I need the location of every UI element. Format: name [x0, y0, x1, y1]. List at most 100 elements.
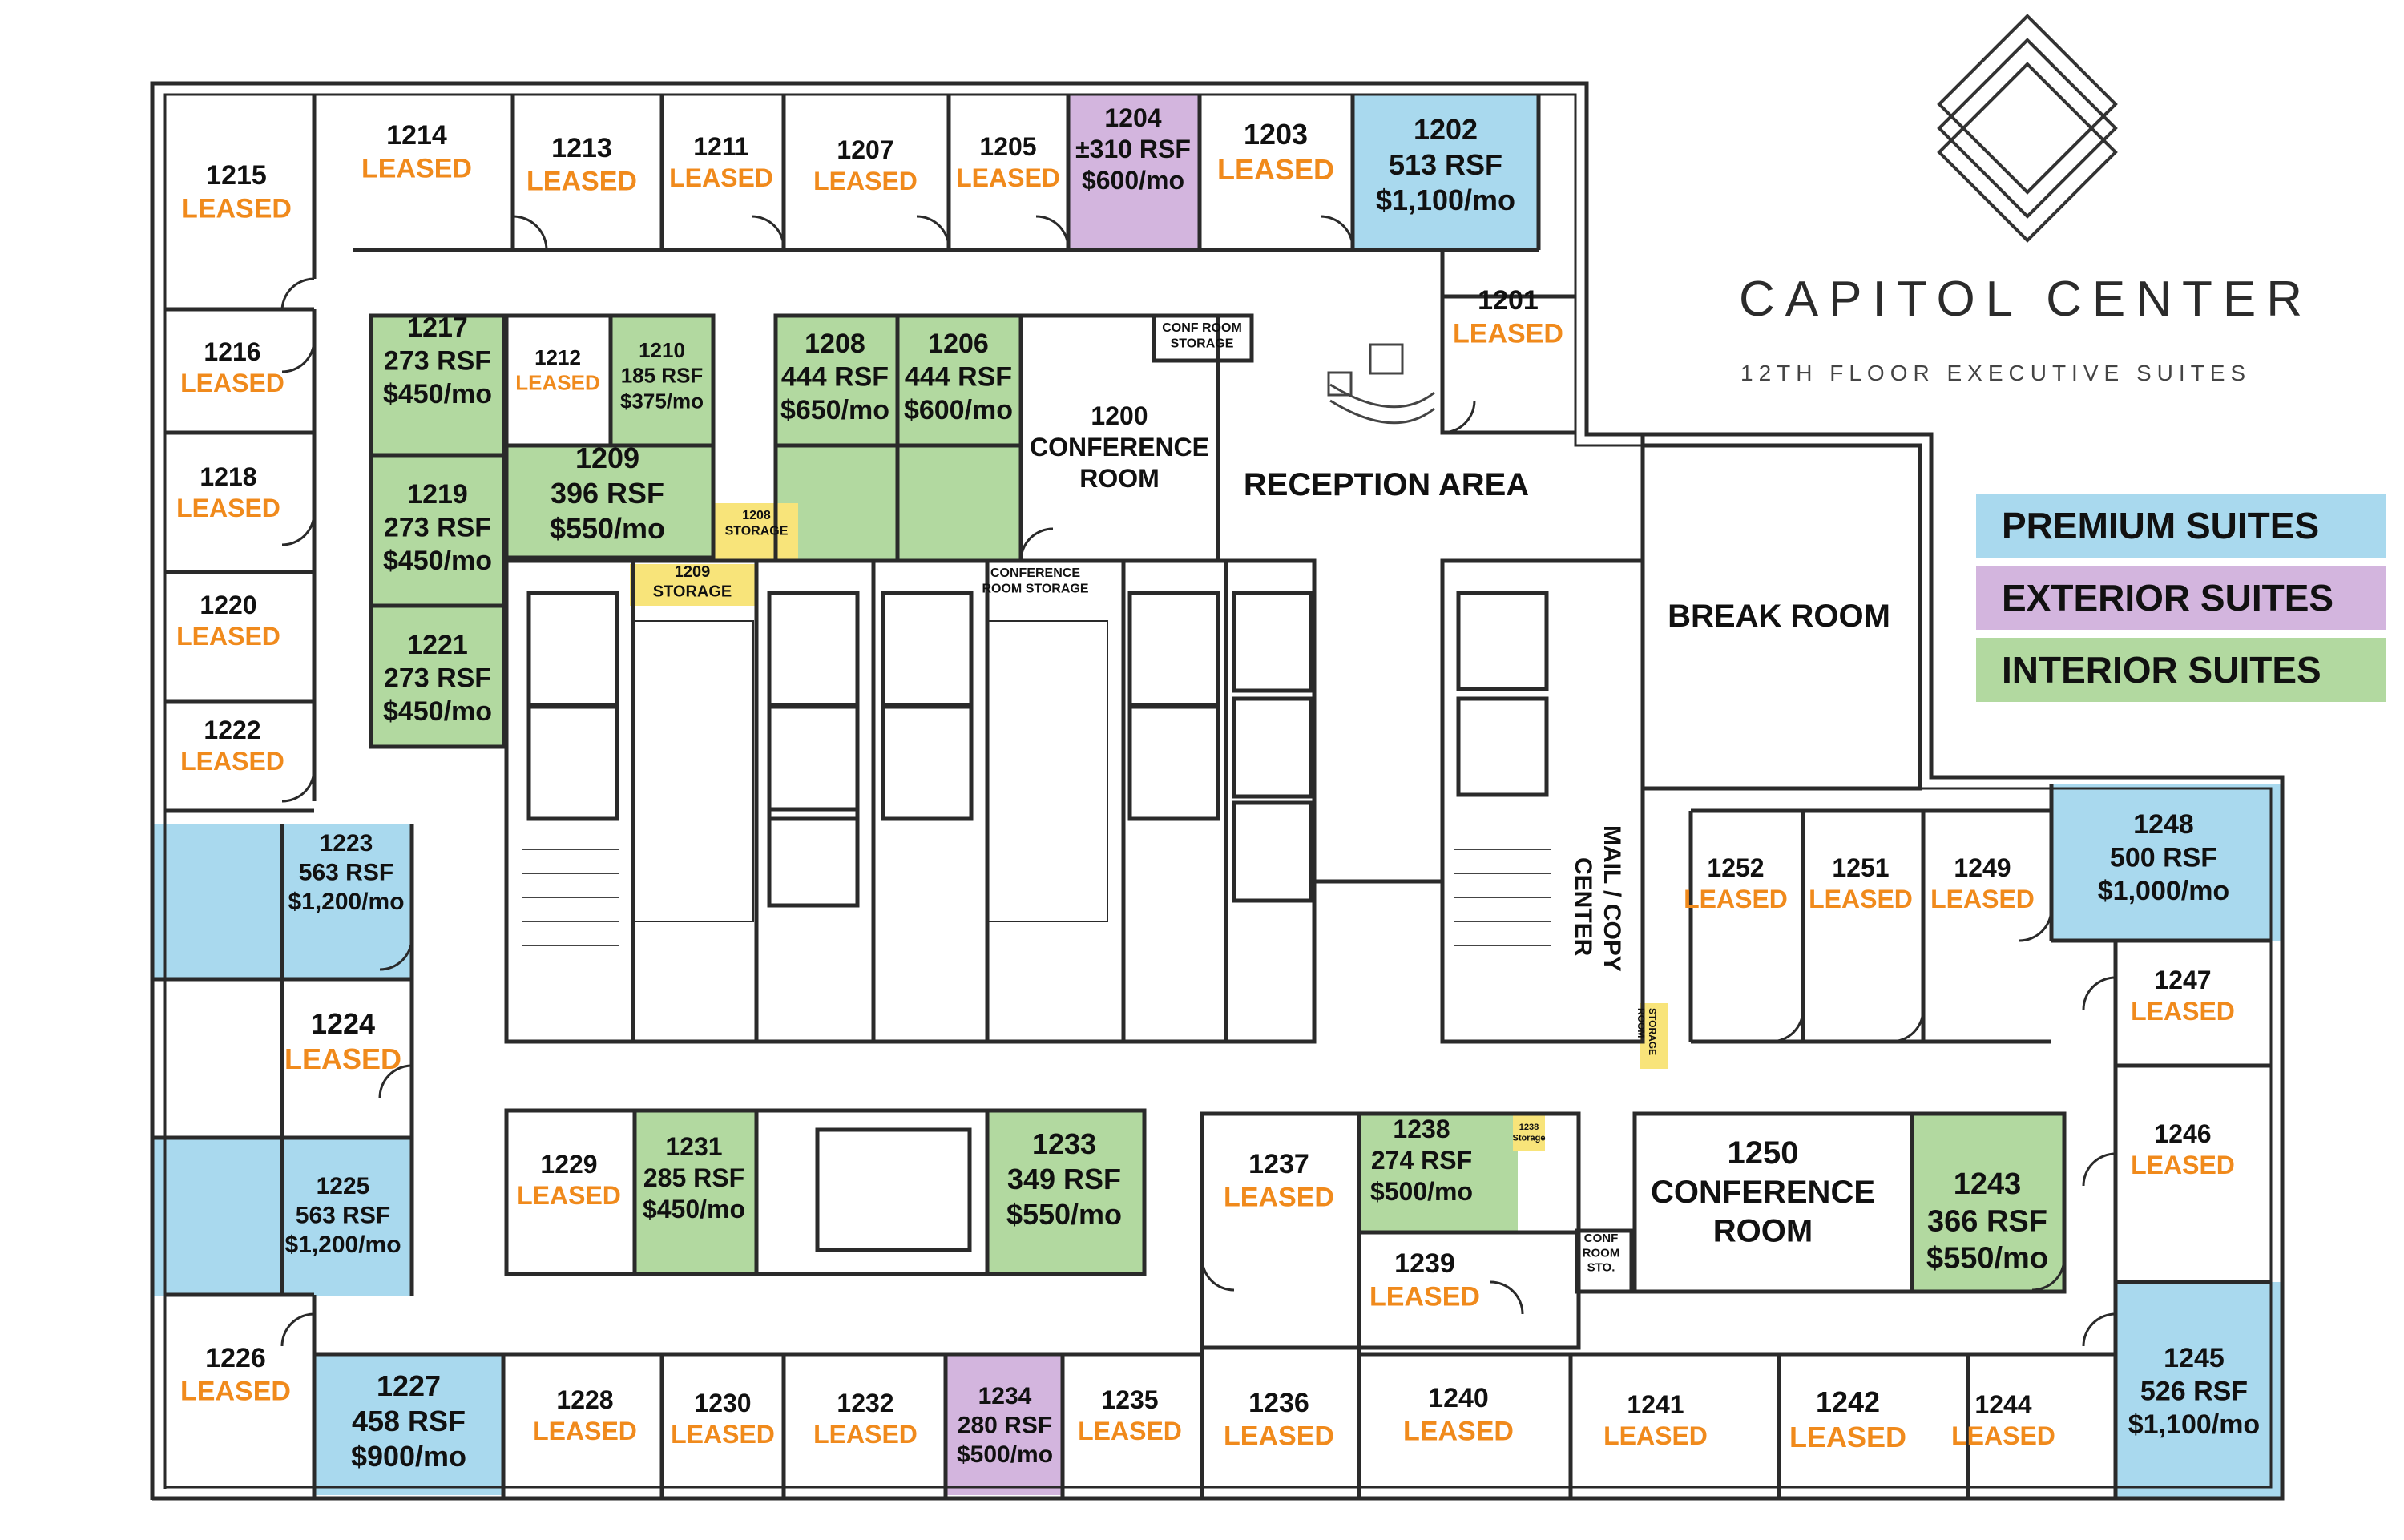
- suite-1234-fill[interactable]: [946, 1354, 1063, 1495]
- room-line: LEASED: [180, 1376, 291, 1406]
- room-line: 1226: [205, 1343, 266, 1373]
- suite-1238-fill[interactable]: [1359, 1114, 1518, 1232]
- suite-1227-fill[interactable]: [314, 1354, 503, 1495]
- room-line: 396 RSF: [551, 477, 664, 510]
- room-line: 1208: [742, 509, 771, 522]
- room-line: 1222: [204, 716, 260, 744]
- room-line: 1223: [320, 830, 373, 857]
- room-line: 1236: [1248, 1388, 1309, 1418]
- room-line: 1204: [1104, 103, 1161, 132]
- room-line: 1205: [979, 132, 1036, 161]
- suite-1202-fill[interactable]: [1353, 95, 1539, 250]
- room-line: LEASED: [1789, 1421, 1906, 1453]
- room-line: 444 RSF: [781, 361, 889, 392]
- room-line: $1,200/mo: [288, 889, 404, 915]
- room-line: 1221: [407, 630, 468, 660]
- room-line: LEASED: [2131, 997, 2235, 1026]
- suite-1243-fill[interactable]: [1912, 1114, 2064, 1292]
- room-label-rReception: RECEPTION AREA: [1244, 467, 1529, 502]
- room-line: $550/mo: [550, 512, 665, 545]
- room-line: $450/mo: [383, 546, 492, 576]
- suite-1209-fill[interactable]: [506, 445, 713, 558]
- suite-1248-fill[interactable]: [2051, 784, 2281, 941]
- room-line: LEASED: [361, 153, 472, 183]
- room-line: LEASED: [813, 167, 918, 196]
- room-line: LEASED: [526, 166, 637, 196]
- room-line: LEASED: [1684, 885, 1788, 913]
- room-line: 274 RSF: [1371, 1146, 1472, 1175]
- suite-1245-fill[interactable]: [2116, 1282, 2281, 1497]
- room-line: LEASED: [813, 1420, 918, 1449]
- room-line: 273 RSF: [384, 512, 491, 542]
- room-line: LEASED: [1224, 1182, 1334, 1212]
- room-line: STORAGE: [1171, 337, 1234, 351]
- room-line: LEASED: [533, 1417, 637, 1445]
- room-line: $550/mo: [1006, 1198, 1122, 1231]
- room-line: $450/mo: [383, 696, 492, 727]
- room-line: $1,000/mo: [2098, 876, 2229, 906]
- room-line: $900/mo: [351, 1440, 466, 1473]
- room-line: 1242: [1816, 1385, 1880, 1418]
- suite-1204-fill[interactable]: [1068, 95, 1200, 250]
- suite-1210-fill[interactable]: [611, 316, 713, 457]
- room-line: 1230: [694, 1389, 751, 1417]
- room-line: 349 RSF: [1007, 1163, 1121, 1195]
- suite-1233-fill[interactable]: [987, 1111, 1144, 1274]
- room-line: 1202: [1414, 113, 1478, 146]
- room-line: 563 RSF: [296, 1203, 390, 1229]
- storage-1238-fill: [1513, 1115, 1545, 1151]
- room-line: LEASED: [1930, 885, 2035, 913]
- storage-label-sConf1: CONF ROOM STORAGE: [1162, 321, 1242, 351]
- room-line: CONFERENCE: [990, 566, 1080, 580]
- suite-1217-1221-fill[interactable]: [371, 316, 504, 747]
- room-line: 1246: [2154, 1119, 2211, 1148]
- room-line: 1206: [928, 329, 989, 359]
- room-line: 1235: [1101, 1385, 1158, 1414]
- room-line: $650/mo: [780, 395, 889, 425]
- room-line: 1239: [1394, 1248, 1455, 1279]
- room-line: 1219: [407, 479, 468, 510]
- room-line: LEASED: [1951, 1421, 2055, 1450]
- room-line: LEASED: [176, 494, 280, 522]
- room-line: LEASED: [1453, 318, 1563, 349]
- room-line: 1227: [377, 1369, 441, 1402]
- room-line: 1218: [200, 462, 256, 491]
- reception-desk: [1327, 343, 1435, 425]
- room-line: 1211: [693, 132, 748, 161]
- room-line: RECEPTION AREA: [1244, 467, 1529, 502]
- room-line: CONF ROOM: [1162, 321, 1242, 335]
- room-line: $375/mo: [620, 389, 704, 413]
- room-line: LEASED: [1403, 1416, 1514, 1446]
- room-line: ROOM: [1583, 1246, 1620, 1260]
- room-line: 444 RSF: [905, 361, 1012, 392]
- suite-1231-fill[interactable]: [635, 1111, 756, 1274]
- room-line: $450/mo: [643, 1195, 745, 1224]
- walls: [150, 81, 2285, 1501]
- storage-label-mail: STORAGEROOM: [1636, 1008, 1658, 1055]
